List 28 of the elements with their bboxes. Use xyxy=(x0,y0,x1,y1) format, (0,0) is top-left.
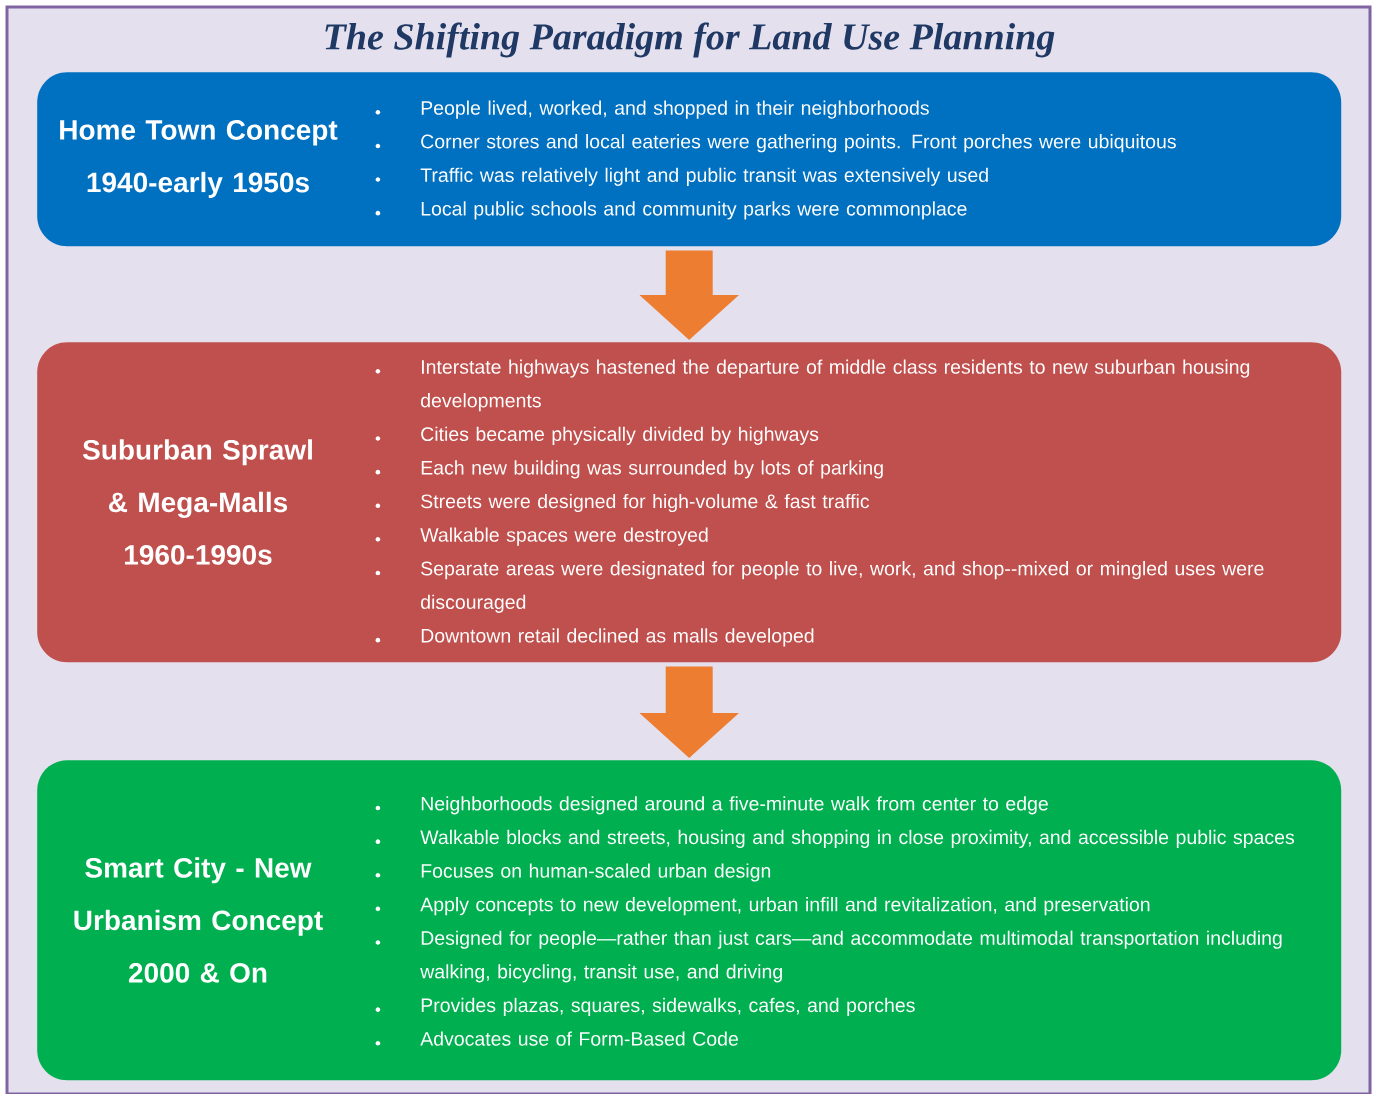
bullet-item: Designed for people—rather than just cars—and accommodate multimodal transportation including walking, bicycling, transit use, and driving xyxy=(375,930,1282,983)
title: The Shifting Paradigm for Land Use Planning xyxy=(325,22,1055,58)
bullet-item: Corner stores and local eateries were gathering points. Front porches were ubiquitous xyxy=(375,134,1176,153)
bullet-item: Advocates use of Form-Based Code xyxy=(375,1031,738,1046)
bullet-item: Neighborhoods designed around a five-minute walk from center to edge xyxy=(375,796,1048,815)
bullet-item: Traffic was relatively light and public transit was extensively used xyxy=(375,167,988,186)
stage-period: 1940-early 1950s xyxy=(87,171,309,198)
bullet-item: Separate areas were designated for people to live, work, and shop--mixed or mingled uses were discouraged xyxy=(375,561,1264,613)
bullet-item: Each new building was surrounded by lots of parking xyxy=(375,460,883,479)
bullet-item: Walkable blocks and streets, housing and shopping in close proximity, and accessible public spaces xyxy=(375,829,1295,848)
stage-heading: Home Town Concept xyxy=(60,120,338,146)
bullet-item: Downtown retail declined as malls developed xyxy=(375,628,814,647)
stage-period: 1960-1990s xyxy=(125,544,272,565)
bullet-item: Cities became physically divided by highways xyxy=(375,426,819,445)
process-box xyxy=(37,72,1342,247)
bullet-item: Walkable spaces were destroyed xyxy=(375,527,708,546)
process-box xyxy=(37,760,1342,1081)
bullet-item: Streets were designed for high-volume & fast traffic xyxy=(375,493,870,513)
bullet-item: Provides plazas, squares, sidewalks, cafes, and porches xyxy=(375,997,915,1016)
bullet-item: Apply concepts to new development, urban infill and revitalization, and preservation xyxy=(375,897,1150,916)
stage-heading: Smart City - New Urbanism Concept xyxy=(74,857,323,936)
bullet-item: Interstate highways hastened the departure of middle class residents to new suburban housing developments xyxy=(375,359,1250,412)
process-box xyxy=(37,342,1342,663)
stage-heading: Suburban Sprawl & Mega-Malls xyxy=(82,439,312,518)
stage-period: 2000 & On xyxy=(128,962,267,983)
bullet-item: Focuses on human-scaled urban design xyxy=(375,863,771,882)
bullet-item: People lived, worked, and shopped in their neighborhoods xyxy=(375,100,929,119)
bullet-item: Local public schools and community parks were commonplace xyxy=(375,201,967,220)
